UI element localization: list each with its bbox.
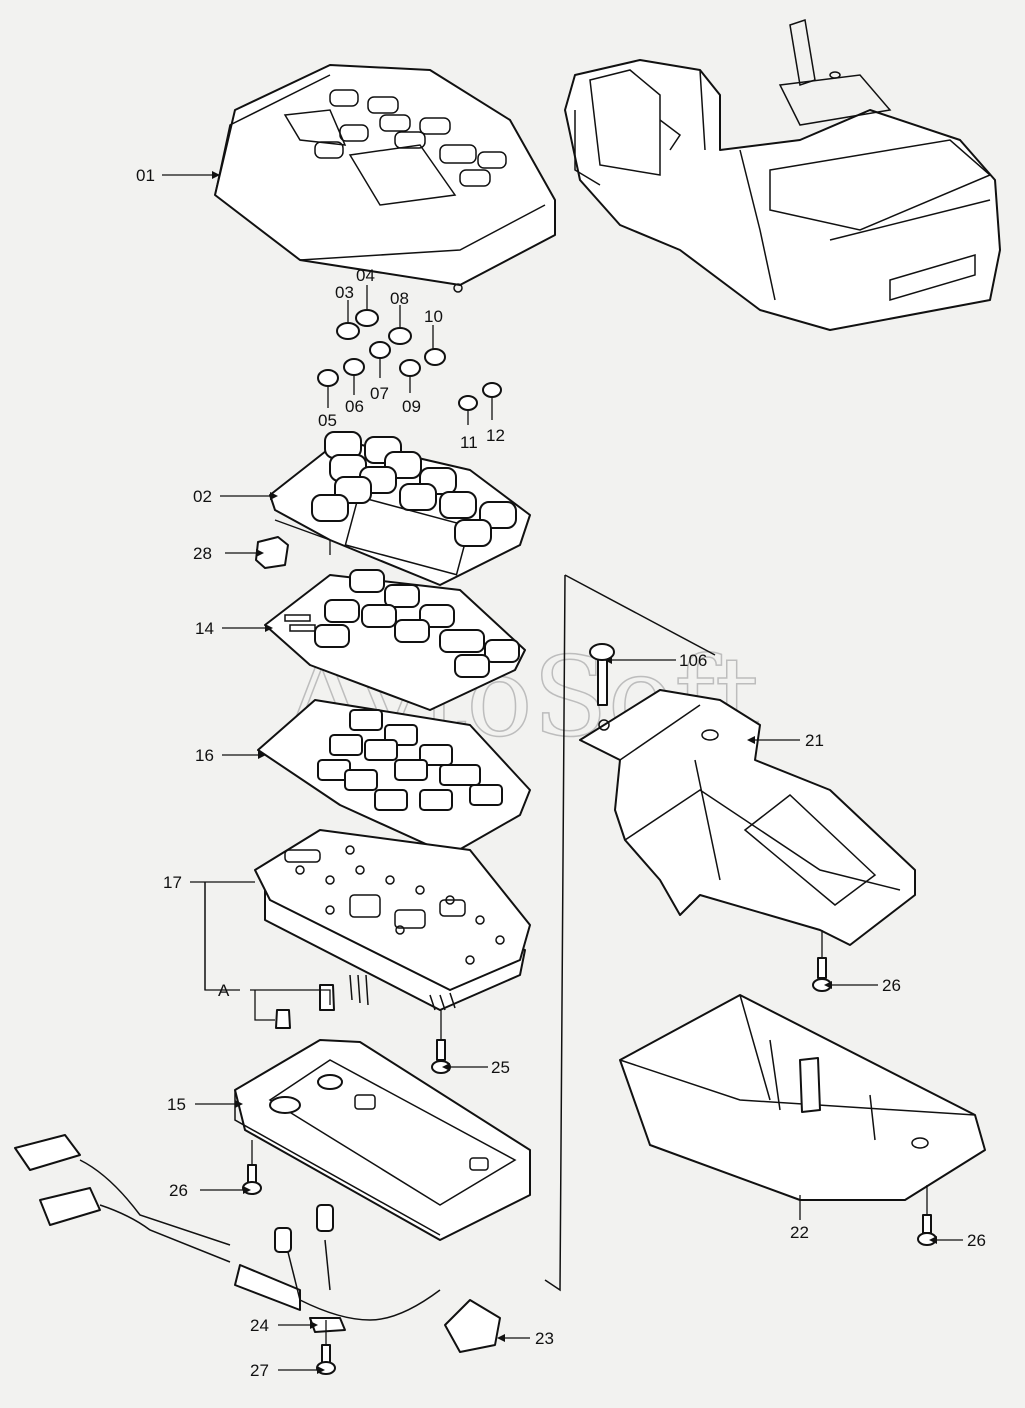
label-10: 10 xyxy=(424,307,443,326)
label-14: 14 xyxy=(195,619,214,638)
label-03: 03 xyxy=(335,283,354,302)
label-07: 07 xyxy=(370,384,389,403)
screws xyxy=(242,643,937,1375)
label-06: 06 xyxy=(345,397,364,416)
label-27: 27 xyxy=(250,1361,269,1380)
part-A-bulbs xyxy=(275,984,335,1029)
label-08: 08 xyxy=(390,289,409,308)
part-02-panel xyxy=(269,431,531,586)
label-11: 11 xyxy=(460,433,478,452)
label-15: 15 xyxy=(167,1095,186,1114)
part-01-cover xyxy=(214,64,556,293)
label-A: A xyxy=(218,981,230,1000)
part-22-side-cover xyxy=(619,994,986,1201)
part-15-housing xyxy=(234,1039,531,1241)
label-09: 09 xyxy=(402,397,421,416)
part-labels: 01 04 03 08 10 07 06 05 09 11 12 02 28 1… xyxy=(136,166,986,1380)
label-21: 21 xyxy=(805,731,824,750)
leader-arrowheads xyxy=(212,171,937,1374)
label-01: 01 xyxy=(136,166,155,185)
label-12: 12 xyxy=(486,426,505,445)
label-16: 16 xyxy=(195,746,214,765)
label-05: 05 xyxy=(318,411,337,430)
label-26-bottom: 26 xyxy=(967,1231,986,1250)
part-16-switch-layer xyxy=(257,699,531,856)
group-divider xyxy=(544,574,716,1292)
part-28-cap xyxy=(255,536,289,569)
small-buttons xyxy=(317,309,502,411)
label-02: 02 xyxy=(193,487,212,506)
label-22: 22 xyxy=(790,1223,809,1242)
label-04: 04 xyxy=(356,266,375,285)
label-24: 24 xyxy=(250,1316,269,1335)
label-17: 17 xyxy=(163,873,182,892)
part-17-circuit-board xyxy=(254,829,531,1011)
excavator-outline xyxy=(564,19,1001,331)
label-25: 25 xyxy=(491,1058,510,1077)
label-26-right: 26 xyxy=(882,976,901,995)
part-23-grommet xyxy=(444,1299,501,1353)
label-26-left: 26 xyxy=(169,1181,188,1200)
part-24-harness xyxy=(14,1134,441,1333)
label-28: 28 xyxy=(193,544,212,563)
label-23: 23 xyxy=(535,1329,554,1348)
label-106: 106 xyxy=(679,651,707,670)
part-14-membrane xyxy=(264,569,526,711)
part-21-bracket xyxy=(579,689,916,946)
leader-lines xyxy=(162,174,963,1371)
